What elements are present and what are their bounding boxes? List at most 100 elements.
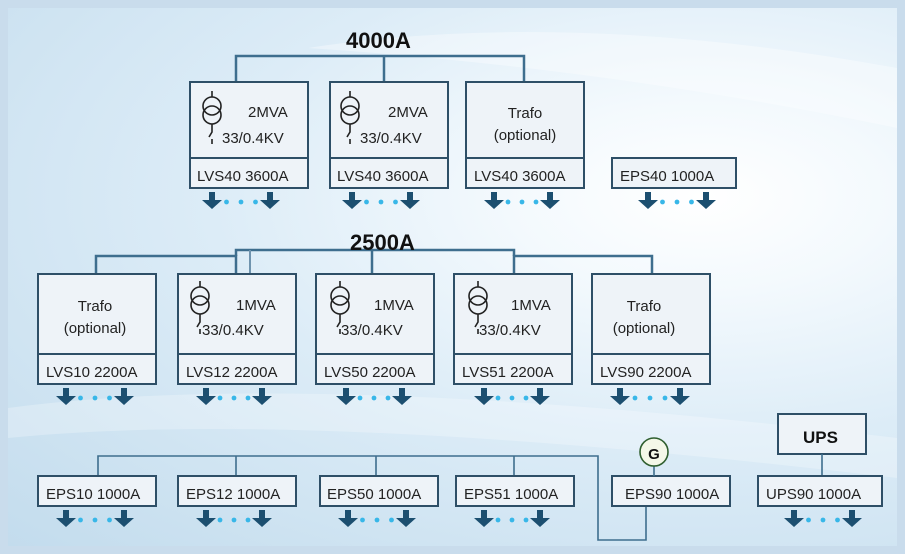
panel-label: EPS90 1000A bbox=[625, 486, 720, 503]
panel-label: EPS51 1000A bbox=[464, 486, 559, 503]
more-feeders-dots bbox=[495, 395, 501, 401]
transformer-box bbox=[189, 81, 309, 159]
outgoing-feeder-arrow bbox=[530, 388, 550, 405]
more-feeders-dots bbox=[806, 517, 811, 523]
more-feeders-dots bbox=[107, 395, 112, 401]
panel-label: LVS90 2200A bbox=[600, 364, 692, 381]
generator-icon bbox=[639, 437, 669, 467]
outgoing-feeder-arrow bbox=[540, 192, 560, 209]
transformer-box bbox=[315, 273, 435, 355]
panel-label: LVS51 2200A bbox=[462, 364, 554, 381]
more-feeders-dots bbox=[385, 395, 391, 401]
outgoing-feeder-arrow bbox=[696, 192, 716, 209]
xfmr-voltage: 33/0.4KV bbox=[341, 322, 403, 339]
outgoing-feeder-arrow bbox=[252, 388, 272, 405]
lv-switchboard-box bbox=[465, 157, 585, 189]
xfmr-voltage: 33/0.4KV bbox=[202, 322, 264, 339]
more-feeders-dots bbox=[835, 517, 840, 523]
xfmr-voltage: 33/0.4KV bbox=[479, 322, 541, 339]
outgoing-feeder-arrow bbox=[114, 388, 134, 405]
transformer-icon bbox=[468, 281, 488, 334]
outgoing-feeder-arrow bbox=[196, 510, 216, 527]
more-feeders-dots bbox=[245, 517, 251, 523]
lv-switchboard-box bbox=[37, 353, 157, 385]
lv-switchboard-box bbox=[329, 157, 449, 189]
outgoing-feeder-arrow bbox=[338, 510, 358, 527]
trafo-optional-label: Trafo (optional) bbox=[38, 296, 152, 340]
trafo-optional-label: Trafo (optional) bbox=[596, 296, 692, 340]
generator-label: G bbox=[648, 446, 660, 463]
trafo-label: Trafo bbox=[507, 105, 543, 122]
outgoing-feeder-arrow bbox=[638, 192, 658, 209]
more-feeders-dots bbox=[495, 517, 501, 523]
outgoing-feeder-arrow bbox=[610, 388, 630, 405]
transformer-icon bbox=[202, 91, 222, 144]
transformer-icon bbox=[190, 281, 210, 334]
outgoing-feeder-arrow bbox=[56, 388, 76, 405]
lv-switchboard-box bbox=[453, 353, 573, 385]
xfmr-rating: 2MVA bbox=[248, 104, 288, 121]
panel-label: EPS50 1000A bbox=[327, 486, 422, 503]
xfmr-voltage: 33/0.4KV bbox=[222, 130, 284, 147]
more-feeders-dots bbox=[393, 199, 398, 205]
outgoing-feeder-arrow bbox=[784, 510, 804, 527]
busbar-2500a-tie bbox=[234, 248, 516, 256]
eps-switchboard-box bbox=[611, 157, 737, 189]
outgoing-feeder-arrow bbox=[530, 510, 550, 527]
trafo-label: Trafo bbox=[77, 298, 113, 315]
more-feeders-dots bbox=[78, 517, 83, 523]
more-feeders-dots bbox=[360, 517, 365, 523]
lv-switchboard-box bbox=[315, 353, 435, 385]
more-feeders-dots bbox=[647, 395, 653, 401]
outgoing-feeder-arrow bbox=[670, 388, 690, 405]
more-feeders-dots bbox=[533, 199, 539, 205]
more-feeders-dots bbox=[389, 517, 394, 523]
more-feeders-dots bbox=[523, 517, 529, 523]
xfmr-rating: 1MVA bbox=[236, 297, 276, 314]
panel-label: LVS50 2200A bbox=[324, 364, 416, 381]
more-feeders-dots bbox=[523, 395, 529, 401]
transformer-box bbox=[453, 273, 573, 355]
more-feeders-dots bbox=[253, 199, 258, 205]
outgoing-feeder-arrow bbox=[336, 388, 356, 405]
ups-box bbox=[777, 413, 867, 455]
more-feeders-dots bbox=[224, 199, 229, 205]
more-feeders-dots bbox=[231, 395, 237, 401]
more-feeders-dots bbox=[78, 395, 83, 401]
more-feeders-dots bbox=[820, 517, 826, 523]
more-feeders-dots bbox=[378, 199, 384, 205]
more-feeders-dots bbox=[632, 395, 638, 401]
outgoing-feeder-arrow bbox=[260, 192, 280, 209]
transformer-box bbox=[465, 81, 585, 159]
background-swoosh bbox=[8, 393, 897, 478]
outgoing-feeder-arrow bbox=[396, 510, 416, 527]
more-feeders-dots bbox=[660, 199, 665, 205]
more-feeders-dots bbox=[92, 395, 98, 401]
more-feeders-dots bbox=[374, 517, 380, 523]
eps-switchboard-box bbox=[455, 475, 575, 507]
ups-switchboard-box bbox=[757, 475, 883, 507]
more-feeders-dots bbox=[509, 395, 515, 401]
outgoing-feeder-arrow bbox=[196, 388, 216, 405]
panel-label: LVS10 2200A bbox=[46, 364, 138, 381]
more-feeders-dots bbox=[107, 517, 112, 523]
outgoing-feeder-arrow bbox=[474, 510, 494, 527]
more-feeders-dots bbox=[505, 199, 511, 205]
more-feeders-dots bbox=[371, 395, 377, 401]
more-feeders-dots bbox=[364, 199, 369, 205]
outgoing-feeder-arrow bbox=[474, 388, 494, 405]
bus-label-4000a: 4000A bbox=[346, 28, 411, 53]
outgoing-feeder-arrow bbox=[342, 192, 362, 209]
more-feeders-dots bbox=[217, 395, 223, 401]
xfmr-rating: 1MVA bbox=[511, 297, 551, 314]
more-feeders-dots bbox=[519, 199, 525, 205]
panel-label: LVS40 3600A bbox=[337, 168, 429, 185]
panel-label: LVS40 3600A bbox=[197, 168, 289, 185]
transformer-box bbox=[37, 273, 157, 355]
more-feeders-dots bbox=[662, 395, 668, 401]
more-feeders-dots bbox=[238, 199, 244, 205]
more-feeders-dots bbox=[674, 199, 680, 205]
ups-label: UPS bbox=[803, 428, 838, 447]
lv-switchboard-box bbox=[591, 353, 711, 385]
